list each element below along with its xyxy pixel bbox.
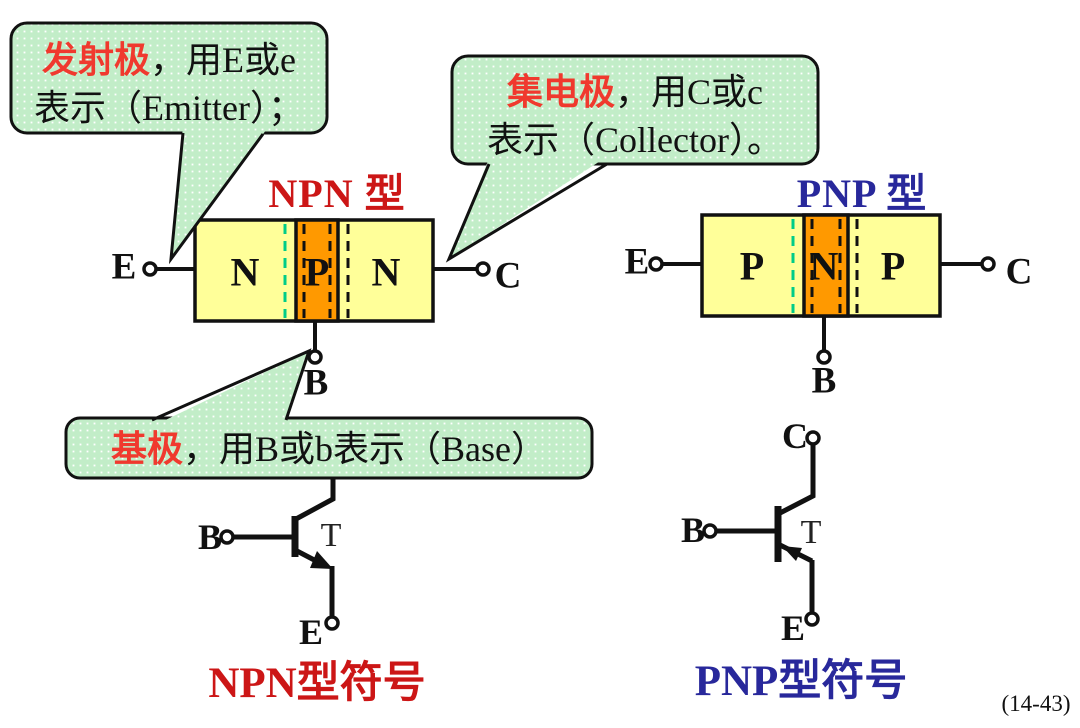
base-term-rest: ，用B或b表示（Base） [183, 429, 547, 469]
npn-symbol-emitter-label: E [298, 612, 324, 652]
collector-callout-tail-edge [445, 162, 608, 263]
pnp-collector-label: C [1005, 251, 1033, 293]
pnp-collector-terminal-circle [980, 256, 996, 272]
npn-title: NPN 型 [268, 171, 406, 216]
emitter-callout-text: 发射极，用E或e 表示（Emitter）； [14, 36, 324, 132]
collector-callout-bubble [445, 54, 820, 263]
collector-term-rest: ，用C或c [615, 72, 763, 112]
pnp-emitter-label: E [624, 241, 650, 283]
emitter-term-text: 发射极 [42, 40, 151, 80]
npn-symbol-t-label: T [320, 517, 342, 554]
pnp-base-terminal-circle [816, 349, 832, 365]
pnp-caption: PNP型符号 [694, 658, 908, 705]
collector-callout-tail-fill [449, 156, 608, 259]
pnp-symbol [702, 430, 821, 627]
emitter-callout-box [9, 21, 329, 135]
pnp-base-region-rect [802, 213, 850, 318]
pnp-region-p-left: P [739, 243, 765, 289]
npn-symbol-emitter-circle [324, 615, 340, 631]
pnp-symbol-base-label: B [680, 510, 706, 550]
pnp-base-label: B [811, 360, 837, 402]
pnp-region-p-right: P [880, 243, 906, 289]
pnp-emitter-terminal-circle [648, 256, 664, 272]
npn-emitter-terminal-circle [142, 261, 158, 277]
base-callout-tail-edge [151, 348, 312, 422]
pnp-symbol-base-circle [702, 523, 718, 539]
npn-symbol [219, 479, 340, 631]
npn-symbol-base-circle [219, 529, 235, 545]
npn-region-n-right: N [371, 249, 401, 295]
npn-caption: NPN型符号 [208, 660, 426, 707]
collector-term-text: 集电极 [506, 72, 615, 112]
npn-collector-terminal-circle [475, 261, 491, 277]
slide-number: (14-43) [1001, 691, 1071, 716]
base-callout-box [64, 416, 594, 480]
emitter-term-rest: ，用E或e [150, 40, 296, 80]
npn-emitter-label: E [111, 246, 137, 288]
npn-symbol-base-label: B [197, 517, 223, 557]
npn-base-region-rect [294, 218, 340, 323]
collector-callout-text: 集电极，用C或c 表示（Collector）。 [456, 68, 814, 164]
pnp-block-diagram [648, 213, 996, 365]
emitter-callout-bubble [9, 21, 329, 265]
pnp-symbol-emitter-label: E [780, 608, 806, 648]
npn-base-label: B [303, 362, 329, 404]
emitter-callout-tail-edge [168, 132, 265, 265]
base-callout-line1: 基极，用B或b表示（Base） [70, 427, 588, 471]
npn-region-n-left: N [230, 249, 260, 295]
pnp-region-n-mid: N [809, 243, 839, 289]
pnp-symbol-collector-circle [805, 430, 821, 446]
emitter-callout-line1: 发射极，用E或e [14, 36, 324, 84]
base-callout-text: 基极，用B或b表示（Base） [70, 427, 588, 471]
npn-symbol-emitter-arrow [310, 551, 333, 569]
npn-block-diagram [142, 218, 491, 365]
collector-callout-line2: 表示（Collector）。 [487, 120, 783, 160]
pnp-symbol-emitter-arrow [782, 546, 802, 561]
collector-callout-line1: 集电极，用C或c [456, 68, 814, 116]
pnp-symbol-collector-lead [778, 445, 816, 516]
collector-callout-box [450, 54, 820, 166]
base-term-text: 基极 [110, 429, 183, 469]
npn-collector-label: C [494, 255, 522, 297]
emitter-callout-line2: 表示（Emitter）； [34, 88, 304, 128]
npn-region-p-mid: P [304, 249, 330, 295]
base-callout-bubble [64, 348, 594, 480]
pnp-symbol-collector-label: C [782, 416, 808, 456]
pnp-symbol-emitter-circle [804, 611, 820, 627]
npn-base-terminal-circle [307, 349, 323, 365]
pnp-symbol-t-label: T [800, 514, 822, 551]
npn-symbol-collector-lead [294, 479, 336, 522]
pnp-title: PNP 型 [796, 171, 928, 216]
